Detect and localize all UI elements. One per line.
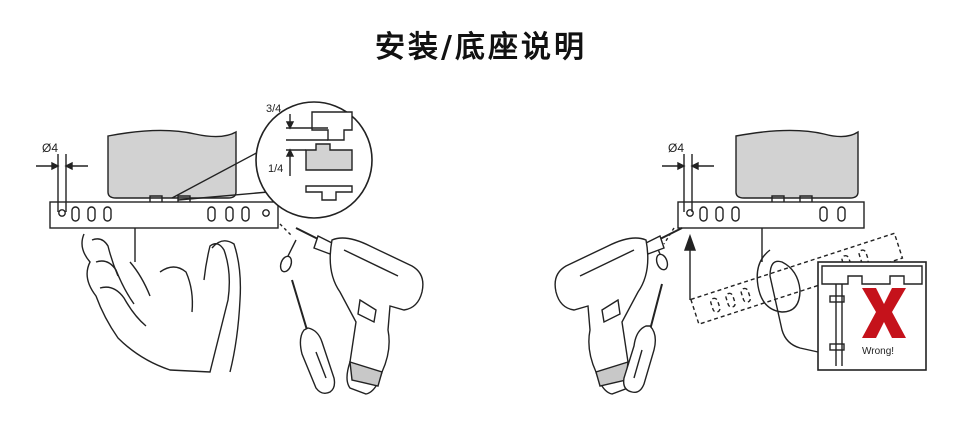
drill xyxy=(295,227,424,395)
fraction-top-label: 3/4 xyxy=(266,103,281,115)
fraction-bottom-label: 1/4 xyxy=(268,163,283,175)
right-mounting-bracket xyxy=(677,195,865,262)
right-screwdriver xyxy=(622,283,663,394)
wrong-x-icon xyxy=(862,288,906,338)
right-illustration xyxy=(554,129,927,395)
right-drill xyxy=(554,227,683,395)
left-illustration xyxy=(36,101,424,395)
wrong-label: Wrong! xyxy=(862,346,894,357)
right-diameter-dimension xyxy=(662,154,714,212)
power-cable xyxy=(756,249,819,353)
right-heater-body xyxy=(735,129,859,199)
wall-anchor xyxy=(279,223,297,273)
left-mounting-bracket xyxy=(49,195,279,262)
left-diameter-dimension xyxy=(36,154,88,212)
left-diameter-label: Ø4 xyxy=(42,141,58,155)
page-title: 安装/底座说明 xyxy=(375,30,587,65)
screwdriver xyxy=(291,279,336,395)
hands xyxy=(81,233,242,373)
left-heater-body xyxy=(107,129,237,199)
magnified-detail xyxy=(255,101,373,219)
up-arrow xyxy=(684,233,696,300)
wrong-detail-box xyxy=(817,261,927,371)
right-diameter-label: Ø4 xyxy=(668,141,684,155)
